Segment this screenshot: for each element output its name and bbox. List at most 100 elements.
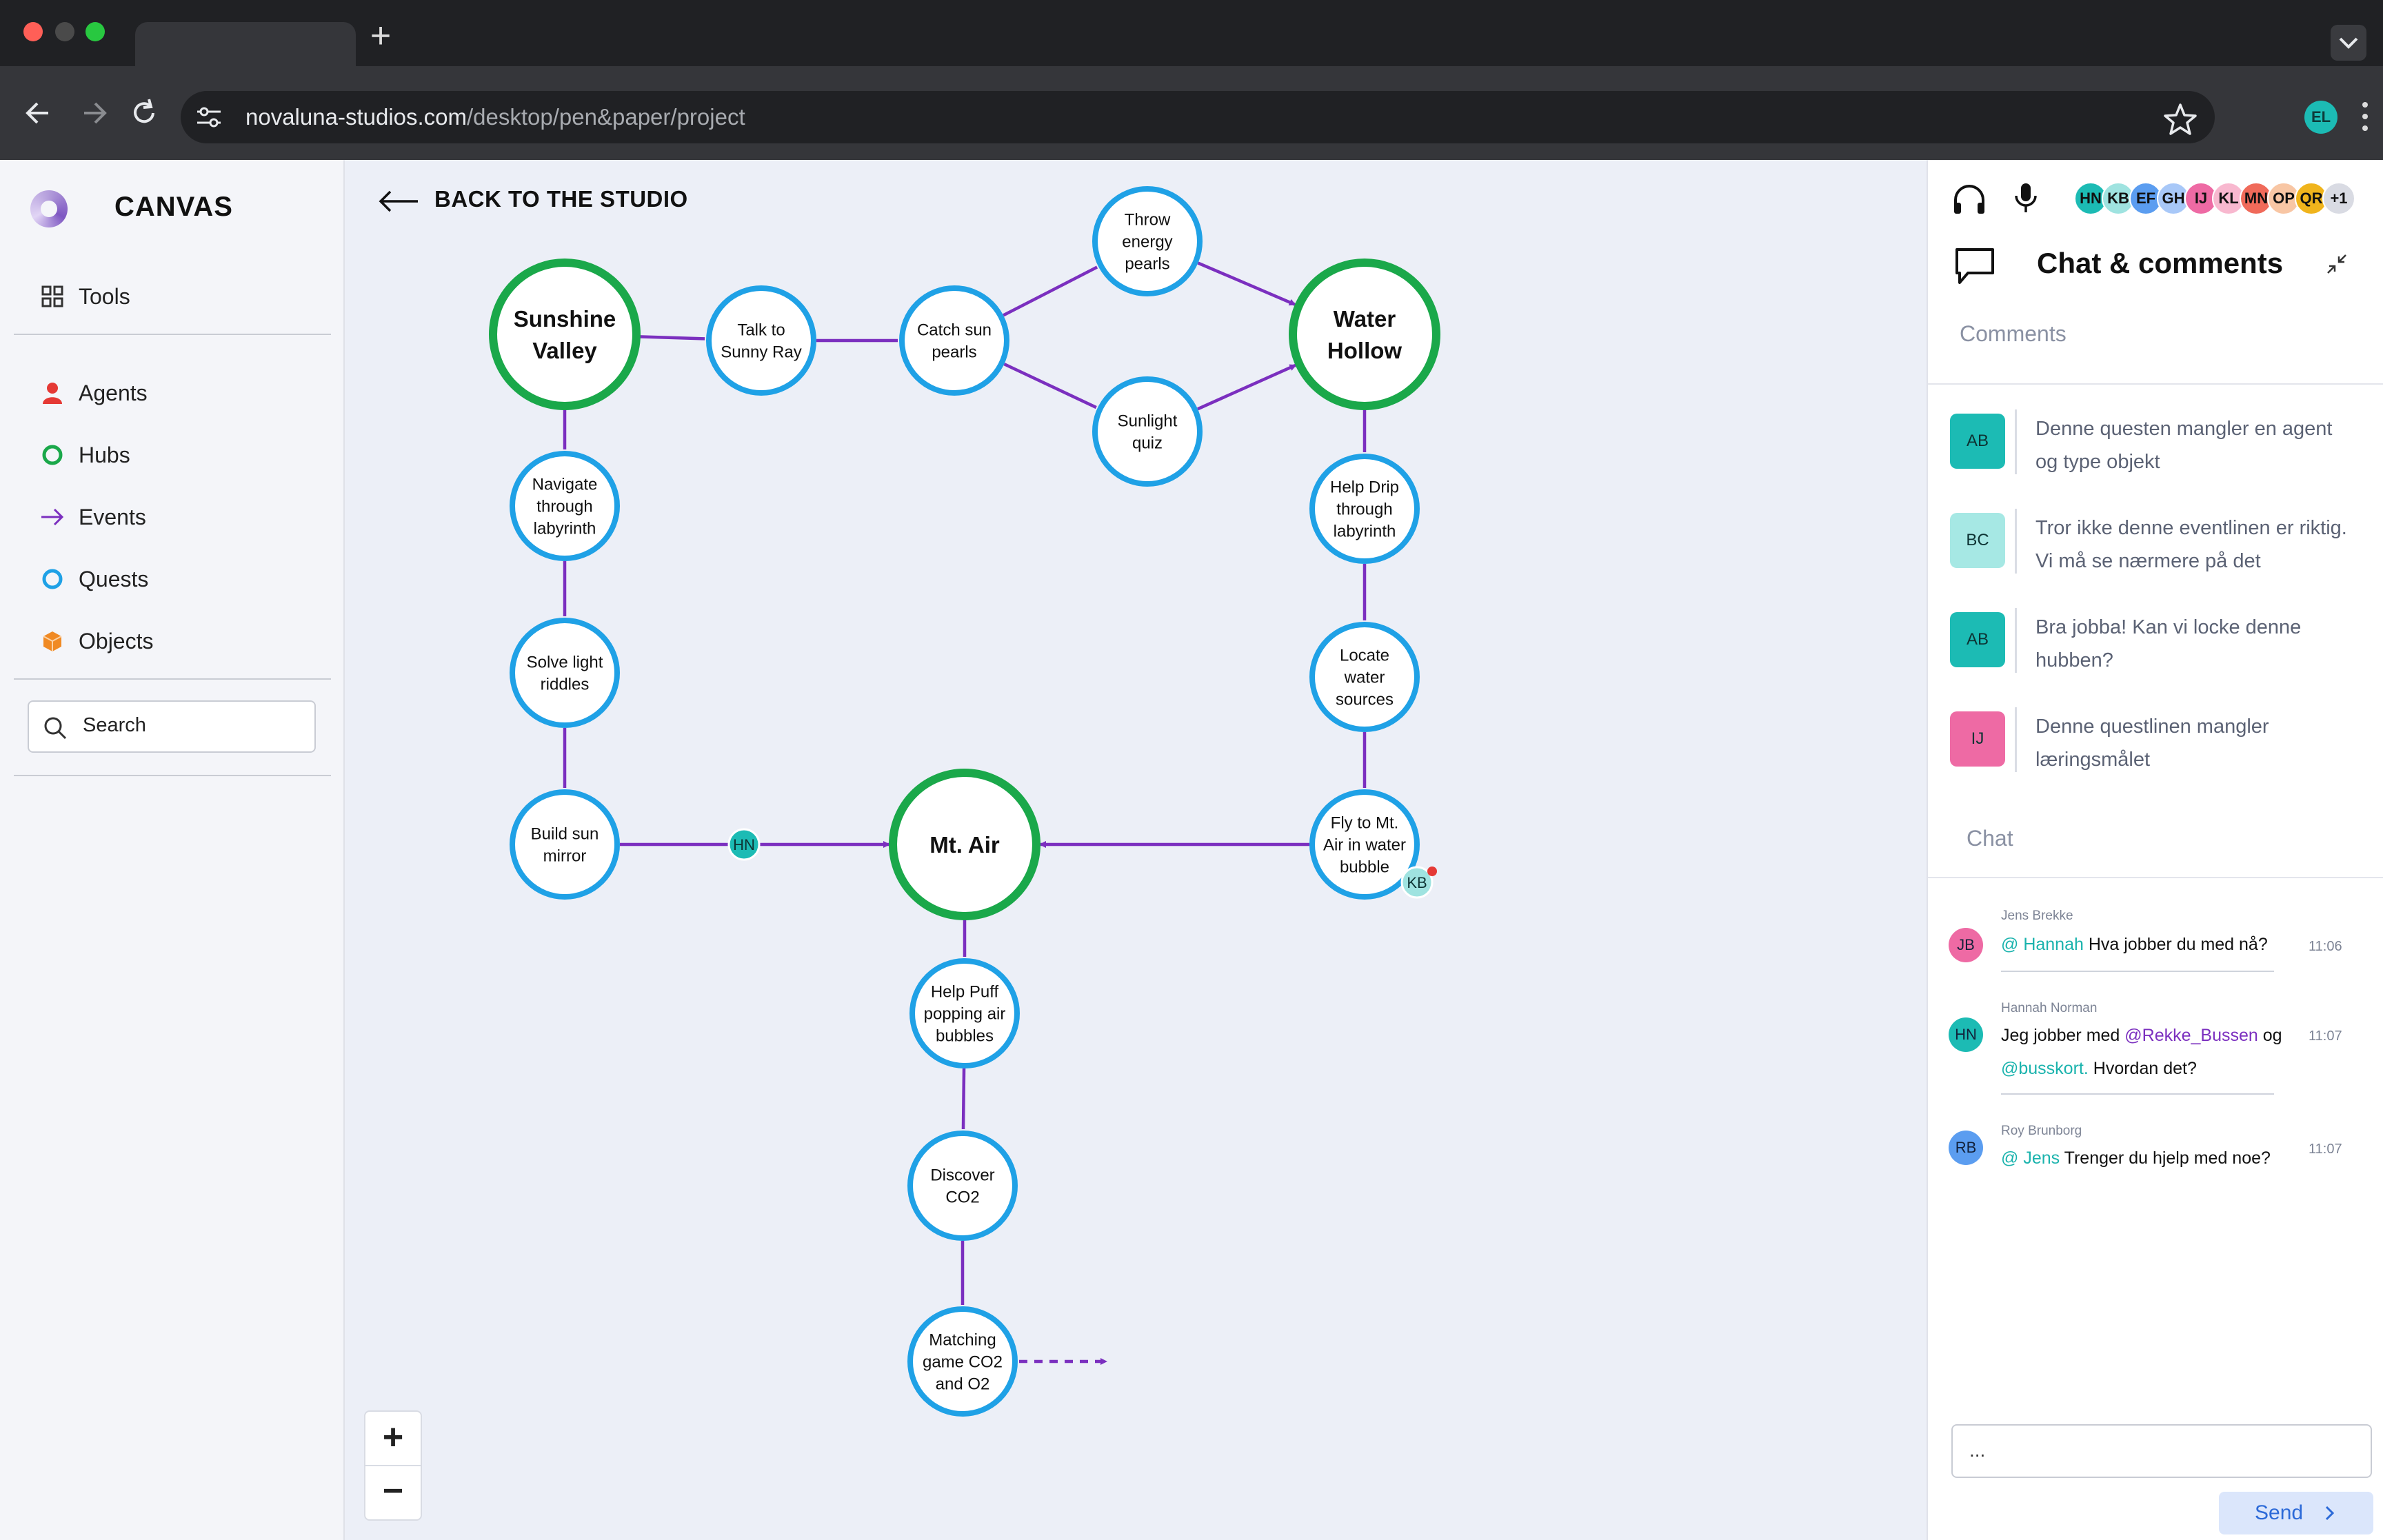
comment-text[interactable]: Denne questen mangler en agent og type o… xyxy=(2035,418,2333,473)
maximize-window-button[interactable] xyxy=(86,22,105,41)
comment-text[interactable]: Denne questlinen mangler læringsmålet xyxy=(2035,716,2269,771)
close-window-button[interactable] xyxy=(23,22,43,41)
chevron-down-icon xyxy=(2339,37,2358,49)
minimize-window-button[interactable] xyxy=(55,22,74,41)
event-line[interactable] xyxy=(639,335,705,341)
chevron-right-icon xyxy=(2325,1506,2335,1521)
event-line[interactable] xyxy=(1197,261,1296,306)
node-label: Throw xyxy=(1125,211,1171,230)
arrow-right-icon xyxy=(84,102,107,124)
bookmark-star-icon[interactable] xyxy=(2161,101,2200,139)
participant-avatar[interactable]: +1 xyxy=(2322,182,2355,215)
comment-text[interactable]: Bra jobba! Kan vi locke denne hubben? xyxy=(2035,616,2302,671)
microphone-icon[interactable] xyxy=(2012,181,2040,216)
event-line[interactable] xyxy=(1003,363,1097,409)
send-button[interactable]: Send xyxy=(2219,1492,2373,1534)
browser-menu-button[interactable] xyxy=(2361,102,2369,134)
forward-nav-button[interactable] xyxy=(72,91,116,135)
search-placeholder: Search xyxy=(83,714,146,736)
site-settings-icon[interactable] xyxy=(193,102,225,132)
message-divider xyxy=(2001,1093,2274,1095)
chat-time: 11:07 xyxy=(2309,1142,2342,1157)
node-label: bubbles xyxy=(936,1027,994,1046)
back-nav-button[interactable] xyxy=(17,91,61,135)
profile-avatar[interactable]: EL xyxy=(2304,101,2337,134)
comment-avatar: AB xyxy=(1950,414,2005,469)
sidebar-item-objects[interactable]: Objects xyxy=(39,620,153,662)
chat-avatar: RB xyxy=(1949,1131,1983,1165)
node-label: Help Drip xyxy=(1330,478,1399,497)
reload-button[interactable] xyxy=(123,91,167,135)
node-label: Fly to Mt. xyxy=(1331,814,1399,833)
event-line[interactable] xyxy=(1003,265,1098,317)
participant-avatar[interactable]: KL xyxy=(2212,182,2245,215)
user-marker-hn[interactable]: HN xyxy=(727,828,761,861)
url-host: novaluna-studios.com xyxy=(245,104,467,130)
new-tab-button[interactable]: + xyxy=(370,16,392,56)
message-text: og xyxy=(2258,1026,2282,1045)
comment-avatar: IJ xyxy=(1950,711,2005,767)
sidebar-item-events[interactable]: Events xyxy=(39,496,146,538)
mention[interactable]: @Rekke_Bussen xyxy=(2124,1026,2258,1045)
user-marker-kb[interactable]: KB xyxy=(1400,866,1437,899)
zoom-out-button[interactable]: − xyxy=(382,1471,404,1511)
chat-input[interactable] xyxy=(1951,1424,2372,1478)
node-label: Talk to xyxy=(737,321,785,340)
brand-name: CANVAS xyxy=(114,192,233,222)
message-divider xyxy=(2001,971,2274,972)
comment-avatar: BC xyxy=(1950,513,2005,568)
event-line[interactable] xyxy=(961,1068,966,1130)
sidebar-item-quests[interactable]: Quests xyxy=(39,558,148,600)
message-text: Hva jobber du med nå? xyxy=(2083,935,2268,954)
mention[interactable]: @ Jens xyxy=(2001,1148,2060,1168)
zoom-in-button[interactable]: + xyxy=(382,1417,404,1457)
message-text: Trenger du hjelp med noe? xyxy=(2060,1148,2271,1168)
event-line[interactable] xyxy=(1197,363,1297,411)
comments-header: Comments xyxy=(1960,321,2067,346)
chat-time: 11:07 xyxy=(2309,1029,2342,1044)
tab-list-button[interactable] xyxy=(2331,25,2366,61)
search-input[interactable] xyxy=(28,700,316,753)
node-label: bubble xyxy=(1340,858,1389,877)
sidebar-divider xyxy=(14,775,331,776)
notification-dot xyxy=(1427,867,1437,876)
mention[interactable]: @busskort. xyxy=(2001,1059,2089,1078)
node-label: CO2 xyxy=(945,1188,979,1207)
back-to-studio-link[interactable]: BACK TO THE STUDIO xyxy=(434,186,688,212)
sidebar-item-hubs[interactable]: Hubs xyxy=(39,434,130,476)
sidebar-divider xyxy=(14,334,331,335)
node-label: Catch sun xyxy=(917,321,992,340)
sidebar-item-agents[interactable]: Agents xyxy=(39,372,148,414)
chat-comments-panel xyxy=(1927,160,2383,1540)
comment-text[interactable]: Tror ikke denne eventlinen er riktig. Vi… xyxy=(2035,517,2347,572)
collapse-icon[interactable] xyxy=(2325,252,2349,276)
url-text: novaluna-studios.com/desktop/pen&paper/p… xyxy=(245,102,745,132)
arrow-left-icon[interactable] xyxy=(376,188,421,215)
address-bar[interactable] xyxy=(181,91,2215,143)
message-text: Hvordan det? xyxy=(2088,1059,2197,1078)
mention[interactable]: @ Hannah xyxy=(2001,935,2084,954)
hub-node-mtair[interactable]: Mt. Air xyxy=(889,769,1040,920)
node-label: Hollow xyxy=(1327,338,1402,363)
node-label: quiz xyxy=(1132,434,1163,453)
browser-tab[interactable] xyxy=(135,22,356,66)
node-label: Discover xyxy=(930,1166,994,1185)
sidebar-item-tools[interactable]: Tools xyxy=(39,276,130,317)
headphones-icon[interactable] xyxy=(1951,182,1987,216)
